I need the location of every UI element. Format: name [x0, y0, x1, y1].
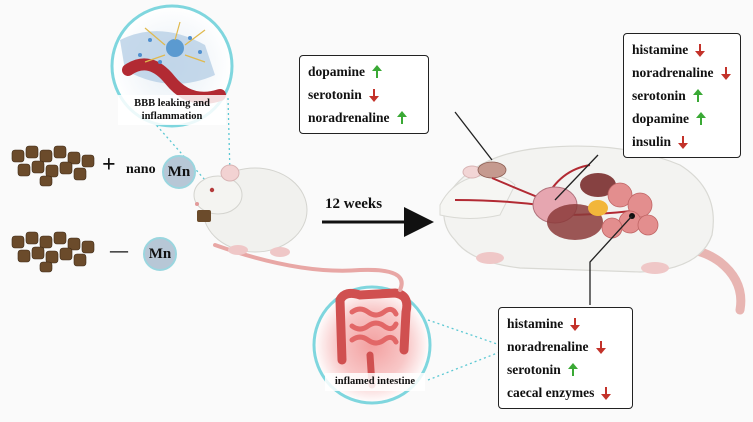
- arrow-down-icon: [695, 43, 706, 57]
- brain-caption-line1: BBB leaking and: [134, 98, 210, 109]
- gut-circle-caption: inflamed intestine: [334, 376, 416, 387]
- gut-item-2: serotonin: [507, 358, 624, 381]
- brain-caption-line2: inflammation: [141, 111, 203, 122]
- rat-small: [193, 164, 404, 292]
- brain-item-0: dopamine: [308, 60, 420, 83]
- food-pellets-top: [11, 145, 95, 187]
- blood-item-label: noradrenaline: [632, 65, 714, 80]
- arrow-down-icon: [595, 340, 606, 354]
- brain-neurotransmitter-box: dopamine serotonin noradrenaline: [299, 55, 429, 134]
- mn-badge-nano-text: Mn: [167, 163, 191, 180]
- gut-item-label: caecal enzymes: [507, 385, 595, 400]
- blood-item-3: dopamine: [632, 107, 732, 130]
- arrow-down-icon: [720, 66, 731, 80]
- blood-item-label: insulin: [632, 134, 672, 149]
- mn-badge-control-text: Mn: [148, 245, 172, 262]
- gut-item-label: noradrenaline: [507, 339, 589, 354]
- gut-item-label: histamine: [507, 316, 564, 331]
- gut-item-3: caecal enzymes: [507, 381, 624, 404]
- arrow-down-icon: [368, 88, 379, 102]
- brain-item-2: noradrenaline: [308, 106, 420, 129]
- arrow-down-icon: [601, 386, 612, 400]
- brain-item-label: serotonin: [308, 87, 362, 102]
- brain-item-label: dopamine: [308, 64, 366, 79]
- brain-bbb-circle: [110, 4, 234, 128]
- duration-label: 12 weeks: [325, 196, 383, 212]
- callout-lines: [454, 111, 633, 305]
- blood-marker-box: histamine noradrenaline serotonin dopamine i…: [623, 33, 741, 158]
- arrow-up-icon: [396, 110, 407, 124]
- mn-badge-nano: Mn: [162, 155, 196, 189]
- blood-item-1: noradrenaline: [632, 61, 732, 84]
- nano-label: nano: [126, 162, 156, 177]
- gut-item-label: serotonin: [507, 362, 561, 377]
- blood-item-4: insulin: [632, 130, 732, 153]
- gut-item-0: histamine: [507, 312, 624, 335]
- blood-item-label: serotonin: [632, 88, 686, 103]
- blood-item-2: serotonin: [632, 84, 732, 107]
- minus-sign: —: [110, 240, 128, 260]
- plus-sign: +: [102, 152, 116, 178]
- blood-item-label: histamine: [632, 42, 689, 57]
- gut-marker-box: histamine noradrenaline serotonin caecal en…: [498, 307, 633, 409]
- blood-item-0: histamine: [632, 38, 732, 61]
- mn-badge-control: Mn: [143, 237, 177, 271]
- arrow-down-icon: [570, 317, 581, 331]
- brain-circle-caption: BBB leaking and inflammation: [120, 97, 224, 123]
- inflamed-intestine-circle: [312, 285, 432, 405]
- gut-zoom-lines: [427, 319, 501, 381]
- arrow-down-icon: [678, 135, 689, 149]
- arrow-up-icon: [696, 111, 707, 125]
- blood-item-label: dopamine: [632, 111, 690, 126]
- arrow-up-icon: [692, 88, 703, 102]
- brain-item-label: noradrenaline: [308, 110, 390, 125]
- brain-item-1: serotonin: [308, 83, 420, 106]
- arrow-up-icon: [372, 64, 383, 78]
- arrow-up-icon: [567, 362, 578, 376]
- rat-large-anatomy: [439, 145, 746, 315]
- gut-item-1: noradrenaline: [507, 335, 624, 358]
- brain-zoom-lines: [149, 97, 231, 181]
- food-pellets-bottom: [11, 231, 95, 273]
